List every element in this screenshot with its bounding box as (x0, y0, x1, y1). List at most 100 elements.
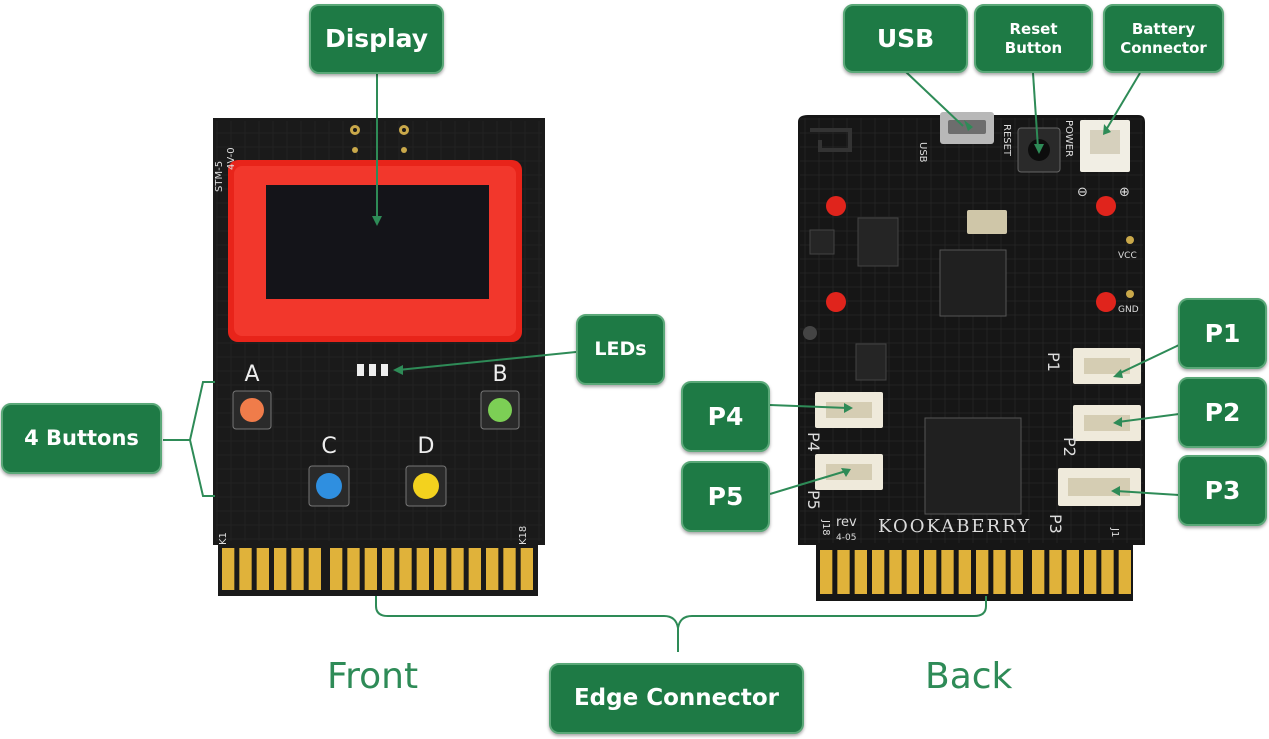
leader-lines (163, 71, 1180, 652)
callout-p3: P3 (1178, 455, 1267, 526)
port-p1-socket (1073, 348, 1141, 384)
button-d-letter: D (418, 434, 435, 459)
callout-four-buttons: 4 Buttons (1, 403, 162, 474)
callout-edge-connector: Edge Connector (549, 663, 804, 734)
button-b-cap (488, 398, 512, 422)
front-silkscreen-k18: K18 (518, 526, 529, 545)
button-c-letter: C (321, 434, 336, 459)
callout-p5: P5 (681, 461, 770, 532)
button-b-letter: B (492, 362, 507, 387)
edge-pin (820, 550, 833, 594)
silk-gnd: GND (1118, 305, 1139, 315)
chip-large (924, 417, 1022, 515)
callout-p4: P4 (681, 381, 770, 452)
edge-pin (1101, 550, 1114, 594)
silk-p5: P5 (804, 490, 823, 510)
edge-pin (1049, 550, 1062, 594)
edge-pin (468, 548, 481, 590)
button-d: D (405, 434, 447, 507)
callout-p1: P1 (1178, 298, 1267, 369)
edge-pin (993, 550, 1006, 594)
edge-pin (924, 550, 937, 594)
leader-p2 (1117, 413, 1180, 423)
leader-p3 (1115, 490, 1180, 496)
edge-pin (889, 550, 902, 594)
edge-pin (399, 548, 412, 590)
callout-p2: P2 (1178, 377, 1267, 448)
minus-sign: ⊖ (1077, 185, 1088, 200)
silk-vcc: VCC (1118, 251, 1137, 261)
callout-leds: LEDs (576, 314, 665, 385)
edge-pin (239, 548, 252, 590)
silk-brand: KOOKABERRY (878, 516, 1031, 537)
edge-pin (222, 548, 235, 590)
back-board: ⊖ ⊕ USB RESET POWER P1 P2 P3 P4 (798, 112, 1145, 601)
silk-rev-num: 4-05 (836, 533, 856, 543)
caption-front: Front (327, 656, 419, 697)
edge-pin (1084, 550, 1097, 594)
front-silkscreen-k1: K1 (218, 532, 229, 545)
leader-arrowheads (372, 120, 1123, 496)
callout-reset-button: Reset Button (974, 4, 1093, 73)
edge-pin (854, 550, 867, 594)
silk-p4: P4 (804, 432, 823, 452)
edge-pin (958, 550, 971, 594)
silk-usb: USB (917, 142, 928, 163)
leader-edge-connector (375, 596, 987, 652)
edge-pin (486, 548, 499, 590)
edge-pin (837, 550, 850, 594)
leader-buttons (163, 381, 215, 497)
edge-pin (434, 548, 447, 590)
chip-main (939, 249, 1007, 317)
leader-reset (1032, 72, 1039, 149)
edge-pin (520, 548, 533, 590)
front-board: K1 K18 STM-5 4V-0 A B C D (213, 118, 545, 596)
edge-pin (976, 550, 989, 594)
callout-usb: USB (843, 4, 968, 73)
caption-back: Back (925, 656, 1013, 697)
back-edge-pins (820, 550, 1131, 594)
button-a: A (232, 362, 272, 430)
silk-j18: J18 (820, 519, 831, 536)
front-silkscreen-stm: STM-5 (214, 161, 225, 192)
edge-pin (503, 548, 516, 590)
leader-battery (1105, 72, 1141, 131)
leader-p4 (769, 404, 849, 409)
edge-pin (872, 550, 885, 594)
edge-pin (1118, 550, 1131, 594)
callout-display: Display (309, 4, 444, 74)
edge-pin (1066, 550, 1079, 594)
edge-pin (347, 548, 360, 590)
callout-battery-connector: Battery Connector (1103, 4, 1224, 73)
edge-pin (451, 548, 464, 590)
edge-pin (256, 548, 269, 590)
silk-p2: P2 (1060, 437, 1079, 457)
edge-pin (364, 548, 377, 590)
back-leds (803, 196, 1134, 340)
edge-pin (941, 550, 954, 594)
front-edge-pins (222, 548, 533, 590)
port-p2-socket (1073, 405, 1141, 441)
button-d-cap (413, 473, 439, 499)
display-module (228, 160, 522, 342)
port-p3-socket (1058, 468, 1141, 506)
button-c: C (308, 434, 350, 507)
edge-pin (291, 548, 304, 590)
silk-rev: rev (836, 515, 857, 530)
button-a-letter: A (244, 362, 259, 387)
edge-pin (416, 548, 429, 590)
silk-reset: RESET (1001, 124, 1012, 157)
front-silkscreen-ver: 4V-0 (226, 147, 237, 170)
button-b: B (480, 362, 520, 430)
leader-p1 (1117, 344, 1180, 375)
leader-leds (397, 351, 577, 371)
edge-pin (330, 548, 343, 590)
front-leds (357, 364, 388, 376)
silk-p3: P3 (1046, 514, 1065, 534)
button-c-cap (316, 473, 342, 499)
edge-pin (906, 550, 919, 594)
edge-pin (382, 548, 395, 590)
silk-p1: P1 (1044, 352, 1063, 372)
